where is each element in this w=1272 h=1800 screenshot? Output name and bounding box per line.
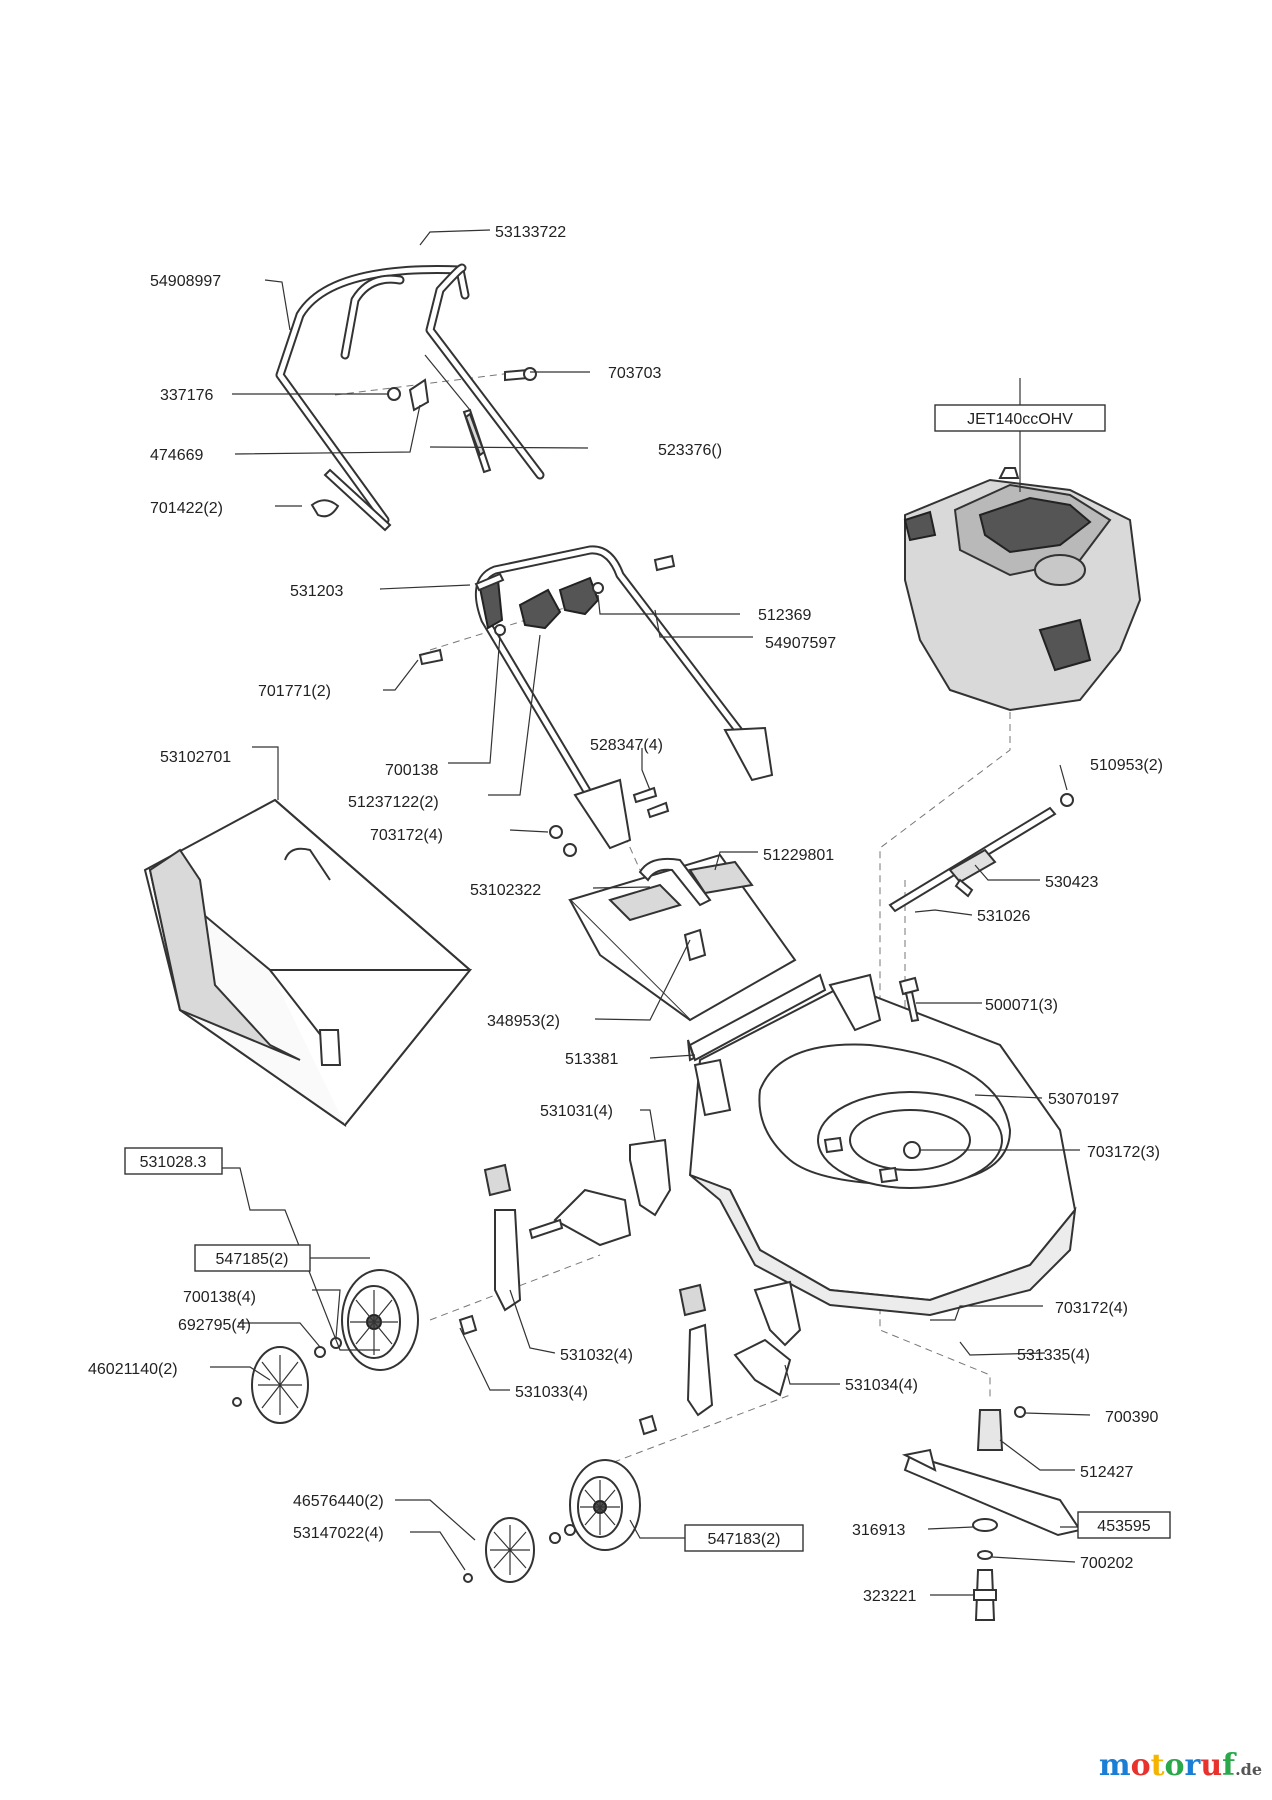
label-700138: 700138 bbox=[385, 762, 438, 779]
leader-lines bbox=[210, 229, 1091, 1596]
label-500071: 500071(3) bbox=[985, 997, 1058, 1014]
rear-hubcap bbox=[463, 1517, 535, 1583]
handle-bolts bbox=[549, 786, 670, 857]
handle-knobs bbox=[418, 554, 676, 666]
logo-letter: o bbox=[1165, 1748, 1185, 1783]
label-703703: 703703 bbox=[608, 365, 661, 382]
deck-bolt bbox=[898, 976, 920, 1023]
logo-letter: f bbox=[1222, 1748, 1237, 1783]
grass-bag bbox=[143, 798, 473, 1128]
svg-text:motoruf.de: motoruf.de bbox=[1099, 1748, 1262, 1783]
engine bbox=[903, 467, 1142, 712]
label-701771: 701771(2) bbox=[258, 683, 331, 700]
label-engine: JET140ccOHV bbox=[967, 411, 1073, 428]
label-531031: 531031(4) bbox=[540, 1103, 613, 1120]
mower-deck bbox=[688, 973, 1077, 1317]
logo-letter: o bbox=[1131, 1748, 1151, 1783]
label-53147022: 53147022(4) bbox=[293, 1525, 384, 1542]
label-523376: 523376() bbox=[658, 442, 722, 459]
label-348953: 348953(2) bbox=[487, 1013, 560, 1030]
logo-suffix: .de bbox=[1235, 1760, 1262, 1779]
label-692795: 692795(4) bbox=[178, 1317, 251, 1334]
blade-assembly bbox=[901, 1406, 1082, 1621]
label-453595: 453595 bbox=[1097, 1518, 1150, 1535]
label-531028-3: 531028.3 bbox=[140, 1154, 207, 1171]
label-701422: 701422(2) bbox=[150, 500, 223, 517]
label-547183: 547183(2) bbox=[708, 1531, 781, 1548]
drive-shaft bbox=[888, 793, 1074, 913]
front-wheel bbox=[314, 1269, 419, 1371]
label-513381: 513381 bbox=[565, 1051, 618, 1068]
label-531032: 531032(4) bbox=[560, 1347, 633, 1364]
label-46576440: 46576440(2) bbox=[293, 1493, 384, 1510]
label-54907597: 54907597 bbox=[765, 635, 836, 652]
label-703172-rear: 703172(4) bbox=[1055, 1300, 1128, 1317]
label-53102701: 53102701 bbox=[160, 749, 231, 766]
label-700390: 700390 bbox=[1105, 1409, 1158, 1426]
logo-letter: m bbox=[1099, 1748, 1131, 1783]
label-531033: 531033(4) bbox=[515, 1384, 588, 1401]
label-512369: 512369 bbox=[758, 607, 811, 624]
upper-handle bbox=[275, 263, 545, 532]
label-700202: 700202 bbox=[1080, 1555, 1133, 1572]
boxed-labels: JET140ccOHV 531028.3 547185(2) 547183(2)… bbox=[124, 404, 1171, 1552]
label-512427: 512427 bbox=[1080, 1464, 1133, 1481]
label-547185: 547185(2) bbox=[216, 1251, 289, 1268]
upper-handle-hardware bbox=[310, 354, 537, 518]
label-510953: 510953(2) bbox=[1090, 757, 1163, 774]
label-51229801: 51229801 bbox=[763, 847, 834, 864]
motoruf-logo: motoruf.de bbox=[1099, 1748, 1262, 1783]
label-531026: 531026 bbox=[977, 908, 1030, 925]
label-700138-wheel: 700138(4) bbox=[183, 1289, 256, 1306]
label-316913: 316913 bbox=[852, 1522, 905, 1539]
label-54908997: 54908997 bbox=[150, 273, 221, 290]
lower-handle bbox=[474, 545, 774, 850]
logo-letter: r bbox=[1185, 1748, 1202, 1783]
label-703172-deck: 703172(3) bbox=[1087, 1144, 1160, 1161]
label-53102322: 53102322 bbox=[470, 882, 541, 899]
label-53070197: 53070197 bbox=[1048, 1091, 1119, 1108]
rear-wheel bbox=[549, 1459, 641, 1551]
label-528347: 528347(4) bbox=[590, 737, 663, 754]
label-531335: 531335(4) bbox=[1017, 1347, 1090, 1364]
label-531034: 531034(4) bbox=[845, 1377, 918, 1394]
label-46021140: 46021140(2) bbox=[88, 1361, 178, 1378]
part-labels: 53133722 54908997 703703 337176 474669 5… bbox=[88, 224, 1163, 1605]
label-530423: 530423 bbox=[1045, 874, 1098, 891]
wheel-brackets bbox=[458, 1138, 802, 1436]
deflector bbox=[568, 853, 797, 1022]
logo-letter: u bbox=[1200, 1748, 1222, 1783]
label-53133722: 53133722 bbox=[495, 224, 566, 241]
label-474669: 474669 bbox=[150, 447, 203, 464]
logo-letter: t bbox=[1151, 1748, 1165, 1783]
label-531203: 531203 bbox=[290, 583, 343, 600]
label-703172-handle: 703172(4) bbox=[370, 827, 443, 844]
label-51237122: 51237122(2) bbox=[348, 794, 439, 811]
label-337176: 337176 bbox=[160, 387, 213, 404]
label-323221: 323221 bbox=[863, 1588, 916, 1605]
front-hubcap bbox=[232, 1346, 309, 1424]
